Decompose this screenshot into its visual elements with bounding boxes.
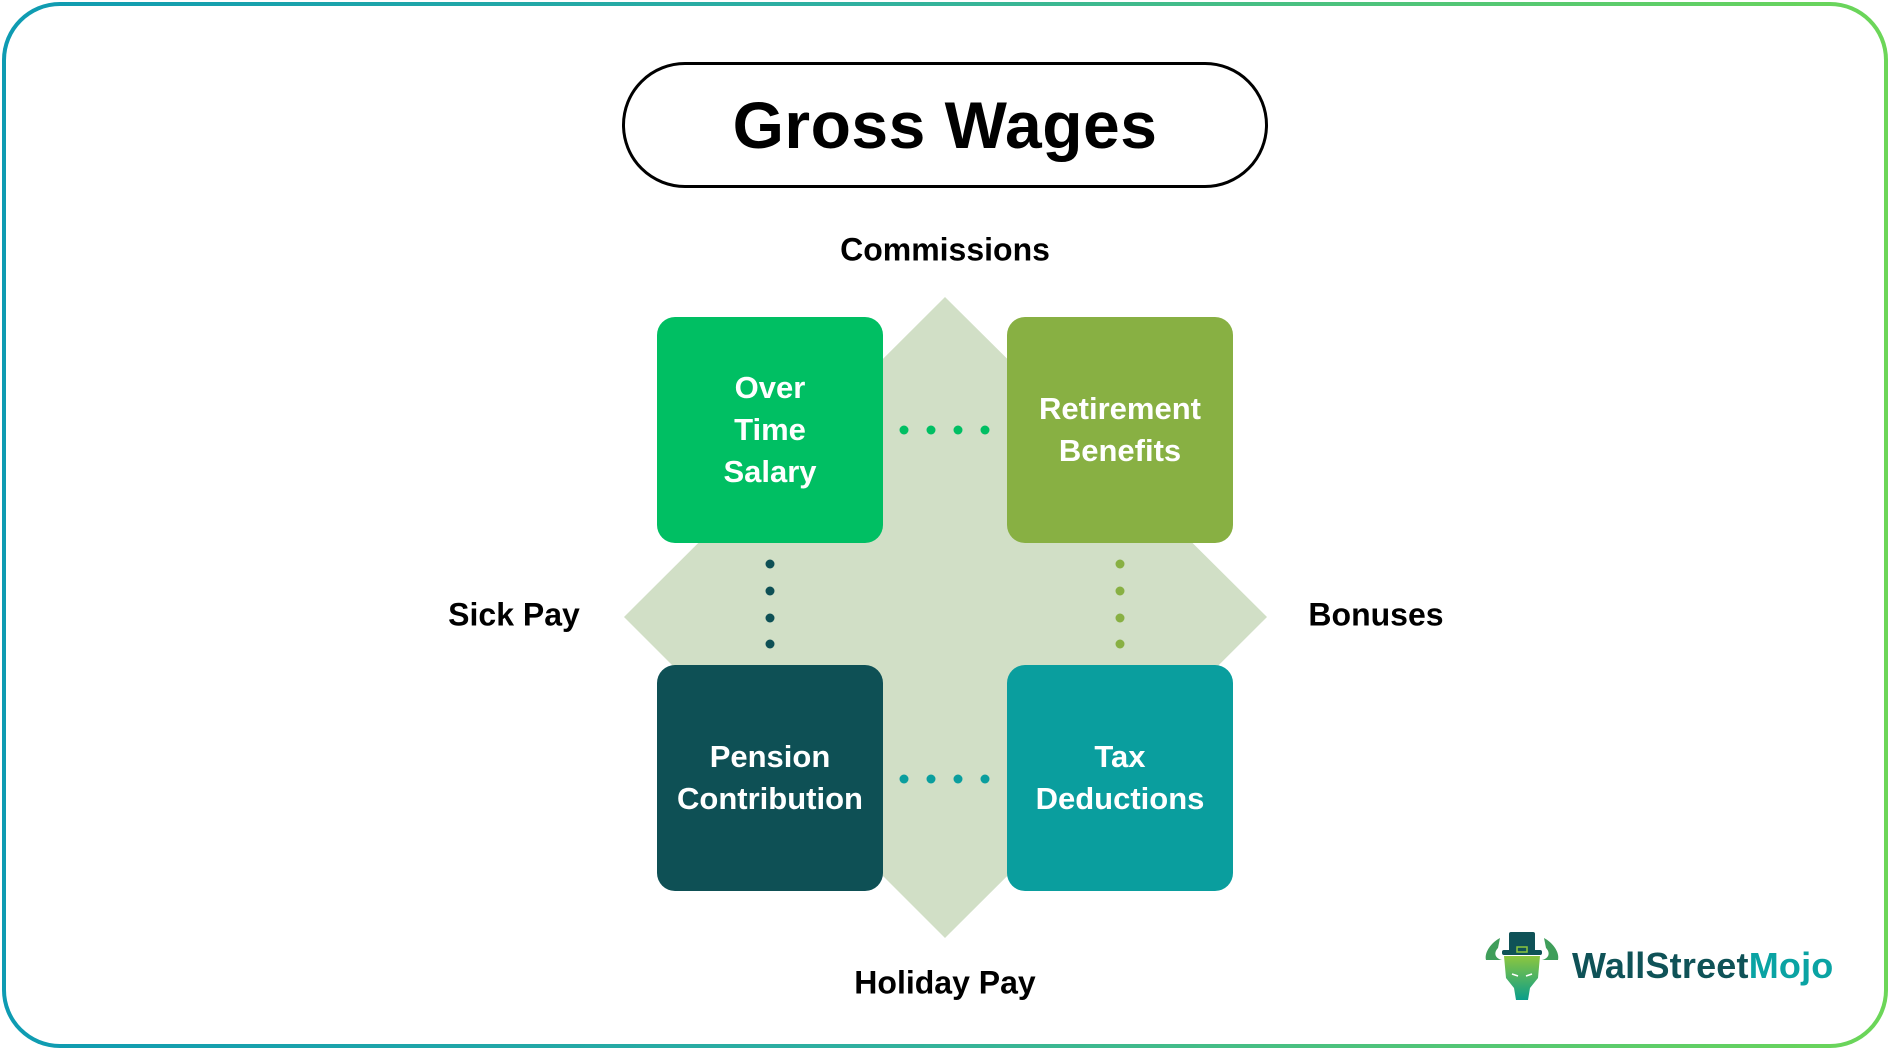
connector-dot-top (953, 425, 963, 435)
page-title: Gross Wages (732, 88, 1158, 162)
connector-dot-bottom (980, 774, 990, 784)
label-holiday-pay: Holiday Pay (854, 964, 1036, 1001)
bull-with-top-hat-icon (1485, 932, 1559, 1000)
logo-text-mojo: Mojo (1748, 945, 1834, 986)
box-tax-deductions: Tax Deductions (1007, 665, 1233, 891)
box-pension-contribution: Pension Contribution (657, 665, 883, 891)
connector-dot-left (765, 639, 775, 649)
logo-text: WallStreetMojo (1572, 945, 1834, 987)
connector-dot-top (926, 425, 936, 435)
connector-dot-top (899, 425, 909, 435)
label-bonuses: Bonuses (1308, 596, 1444, 633)
label-commissions: Commissions (840, 231, 1050, 268)
box-retirement-benefits: Retirement Benefits (1007, 317, 1233, 543)
logo-text-wallstreet: WallStreet (1572, 945, 1749, 986)
connector-dot-right (1115, 586, 1125, 596)
box-label: Over Time Salary (723, 370, 817, 489)
box-label: Pension Contribution (677, 739, 863, 816)
connector-dot-left (765, 586, 775, 596)
connector-dot-right (1115, 559, 1125, 569)
connector-dot-bottom (953, 774, 963, 784)
connector-dot-right (1115, 639, 1125, 649)
box-label: Retirement Benefits (1039, 391, 1201, 468)
wallstreetmojo-logo: WallStreetMojo (1482, 930, 1838, 1002)
box-over-time-salary: Over Time Salary (657, 317, 883, 543)
connector-dot-left (765, 613, 775, 623)
connector-dot-right (1115, 613, 1125, 623)
title-pill: Gross Wages (622, 62, 1268, 188)
connector-dot-top (980, 425, 990, 435)
connector-dot-bottom (926, 774, 936, 784)
connector-dot-bottom (899, 774, 909, 784)
connector-dot-left (765, 559, 775, 569)
box-label: Tax Deductions (1035, 739, 1205, 816)
label-sick-pay: Sick Pay (448, 596, 580, 633)
